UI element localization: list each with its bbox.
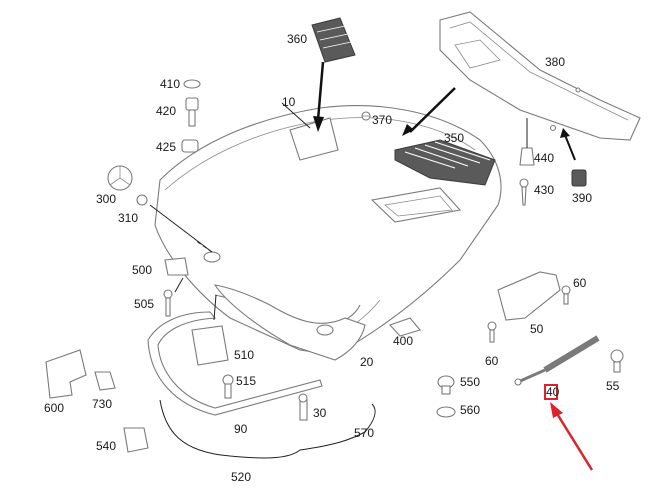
callout-55: 55: [606, 379, 620, 393]
callout-520: 520: [231, 470, 251, 484]
callout-40: 40: [546, 385, 560, 399]
callout-570: 570: [354, 426, 374, 440]
hood-lock: [191, 325, 229, 366]
release-cable-570: [299, 403, 376, 451]
hood-lining: [213, 284, 366, 361]
bolt-515: [222, 374, 234, 399]
callout-380: 380: [545, 55, 565, 69]
callout-515: 515: [236, 374, 256, 388]
callout-50: 50: [530, 322, 544, 336]
buffer-30: [298, 393, 308, 421]
handle-part-730: [94, 371, 116, 391]
washer-part: [183, 79, 201, 89]
screw-370: [361, 111, 371, 121]
highlight-box: [544, 384, 558, 400]
callout-510: 510: [234, 348, 254, 362]
callout-600: 600: [44, 401, 64, 415]
screw-430: [519, 178, 529, 206]
callout-60-right: 60: [573, 276, 587, 290]
rubber-pad: [571, 169, 587, 187]
callout-30: 30: [313, 406, 327, 420]
callout-90: 90: [234, 422, 248, 436]
ball-stud: [610, 349, 624, 373]
callout-505: 505: [134, 297, 154, 311]
emblem-clip: [136, 194, 148, 206]
callout-420: 420: [156, 104, 176, 118]
callout-550: 550: [460, 375, 480, 389]
callout-540: 540: [96, 439, 116, 453]
callout-310: 310: [118, 211, 138, 225]
callout-425: 425: [156, 140, 176, 154]
grommet-560: [436, 406, 456, 418]
assembly-arrows: [313, 61, 576, 161]
callout-560: 560: [460, 403, 480, 417]
release-cable: [159, 399, 301, 459]
callout-730: 730: [92, 397, 112, 411]
callout-410: 410: [160, 77, 180, 91]
callout-500: 500: [132, 263, 152, 277]
star-emblem: [107, 165, 133, 191]
callout-60-left: 60: [485, 354, 499, 368]
air-vent-grille: [394, 139, 496, 186]
callout-300: 300: [96, 192, 116, 206]
nut-part: [181, 139, 199, 153]
hood-hinge: [497, 271, 561, 321]
callout-370: 370: [372, 113, 392, 127]
callout-10: 10: [282, 95, 296, 109]
callout-430: 430: [534, 183, 554, 197]
bolt-505: [163, 289, 173, 317]
callout-350: 350: [444, 131, 464, 145]
callout-20: 20: [360, 355, 374, 369]
release-handle: [45, 349, 87, 399]
clip-440: [519, 147, 535, 166]
buffer-550: [437, 375, 455, 395]
leader-lines: [149, 102, 528, 321]
callout-labels: 10 20 30 40 50 55 60 60 90 300 310 350 3…: [44, 32, 620, 484]
latch-400: [389, 317, 421, 337]
callout-440: 440: [534, 151, 554, 165]
buffer-bolt: [185, 97, 199, 127]
gas-strut: [514, 335, 600, 386]
bolt-60-right: [561, 285, 571, 305]
clip-540: [123, 427, 149, 453]
seal-strip: [147, 311, 323, 416]
cowl-panel: [439, 11, 641, 141]
bolt-60-left: [487, 321, 497, 343]
callout-400: 400: [393, 334, 413, 348]
hood-scoop-insert: [311, 17, 356, 63]
callout-390: 390: [572, 191, 592, 205]
red-arrow-icon: [550, 402, 594, 471]
callout-360: 360: [287, 32, 307, 46]
lock-bracket: [164, 257, 189, 276]
